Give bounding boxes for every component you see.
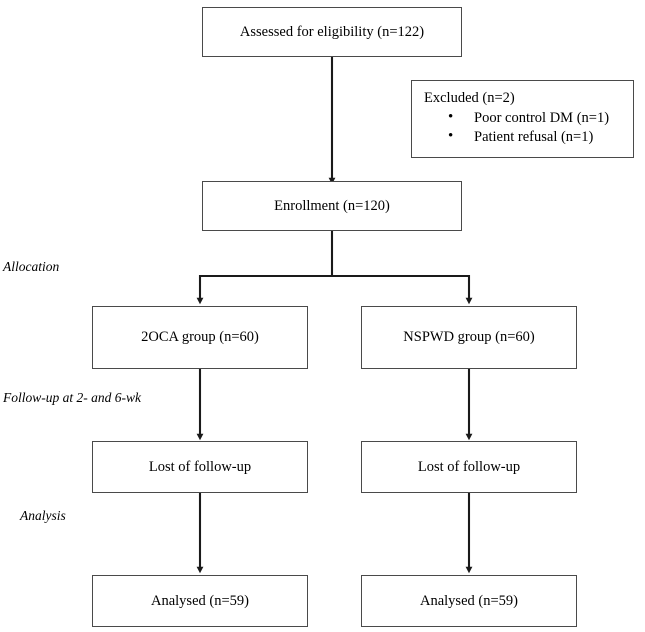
node-lost-right-label: Lost of follow-up — [417, 458, 521, 475]
excluded-reason-label: Patient refusal (n=1) — [474, 129, 594, 146]
node-lost-right: Lost of follow-up — [361, 441, 577, 493]
node-analysed-right: Analysed (n=59) — [361, 575, 577, 627]
node-lost-left-label: Lost of follow-up — [148, 458, 252, 475]
node-analysed-left-label: Analysed (n=59) — [151, 592, 249, 609]
phase-label-analysis: Analysis — [20, 508, 66, 524]
node-group-left: 2OCA group (n=60) — [92, 306, 308, 369]
node-lost-left: Lost of follow-up — [92, 441, 308, 493]
node-group-right: NSPWD group (n=60) — [361, 306, 577, 369]
node-group-left-label: 2OCA group (n=60) — [141, 329, 259, 346]
excluded-reason-list: • Poor control DM (n=1) • Patient refusa… — [424, 109, 623, 147]
excluded-reason-item: • Poor control DM (n=1) — [448, 109, 623, 128]
phase-analysis-text: Analysis — [20, 508, 66, 523]
phase-label-allocation: Allocation — [3, 259, 59, 275]
node-group-right-label: NSPWD group (n=60) — [403, 329, 535, 346]
excluded-reason-item: • Patient refusal (n=1) — [448, 128, 623, 147]
phase-followup-text: Follow-up at 2- and 6-wk — [3, 390, 141, 405]
bullet-icon: • — [448, 109, 454, 126]
node-analysed-left: Analysed (n=59) — [92, 575, 308, 627]
phase-label-followup: Follow-up at 2- and 6-wk — [3, 390, 141, 406]
excluded-reason-label: Poor control DM (n=1) — [474, 110, 610, 127]
node-analysed-right-label: Analysed (n=59) — [420, 592, 518, 609]
node-enrollment: Enrollment (n=120) — [202, 181, 462, 231]
excluded-title: Excluded (n=2) — [424, 90, 515, 106]
bullet-icon: • — [448, 128, 454, 145]
node-assessed-for-eligibility: Assessed for eligibility (n=122) — [202, 7, 462, 57]
node-excluded: Excluded (n=2) • Poor control DM (n=1) •… — [411, 80, 634, 158]
phase-allocation-text: Allocation — [3, 259, 60, 274]
node-assessed-label: Assessed for eligibility (n=122) — [239, 23, 425, 40]
node-enrollment-label: Enrollment (n=120) — [274, 197, 390, 214]
